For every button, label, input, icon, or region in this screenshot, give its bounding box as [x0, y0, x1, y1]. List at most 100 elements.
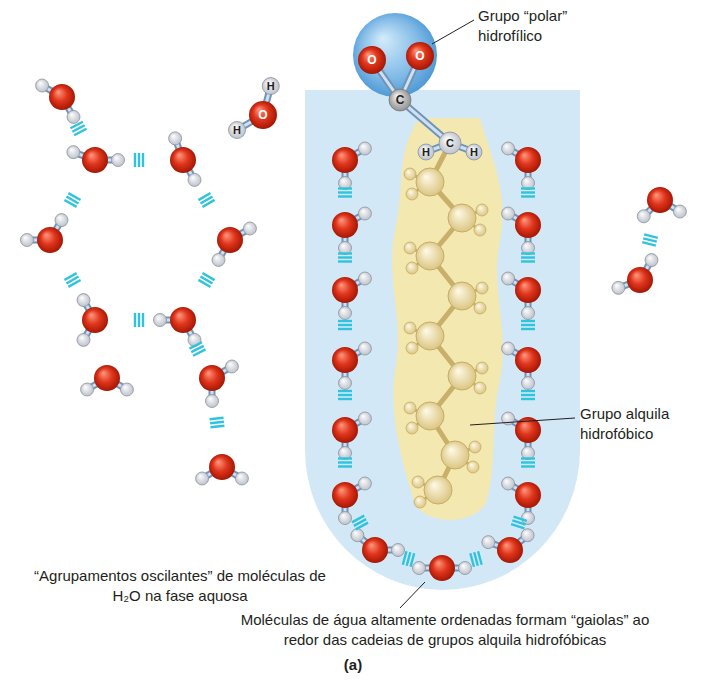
hydrogen-bond: [643, 238, 657, 241]
hydrogen-bond: [74, 129, 86, 135]
hydrogen-atom: [358, 207, 371, 220]
hydrogen-bond: [521, 461, 535, 463]
atom-symbol: H: [267, 81, 275, 92]
atom-symbol: C: [446, 138, 454, 149]
hydrogen-atom: [358, 342, 371, 355]
oxygen-atom: [49, 84, 75, 110]
oxygen-atom: [332, 347, 358, 373]
hydrogen-bond: [338, 324, 352, 326]
hydrogen-atom: [502, 207, 515, 220]
hydrogen-atom: [55, 214, 68, 227]
water-molecule: [77, 294, 108, 347]
oxygen-atom: [515, 347, 541, 373]
hydrogen-atom: [404, 322, 416, 334]
hydrogen-atom: [502, 142, 515, 155]
carbon-atom: [416, 242, 444, 270]
hydrogen-bond: [138, 313, 140, 327]
hydrogen-atom: [474, 382, 486, 394]
hydrogen-atom: [502, 342, 515, 355]
hydrogen-atom: [339, 177, 352, 190]
water-molecule: [502, 412, 541, 460]
hydrogen-bond: [338, 252, 352, 254]
hydrogen-atom: [339, 242, 352, 255]
hydrogen-atom: [36, 79, 49, 92]
hydrogen-atom: [404, 402, 416, 414]
hydrogen-atom: [358, 477, 371, 490]
oxygen-atom: [515, 482, 541, 508]
hydrogen-atom: [474, 224, 486, 236]
oxygen-atom: [332, 482, 358, 508]
hydrogen-bond: [210, 426, 224, 428]
hydrogen-bond: [202, 200, 214, 207]
water-molecule: [81, 365, 134, 396]
hydrogen-atom: [206, 395, 219, 408]
hydrogen-atom: [243, 222, 256, 235]
atom-symbol: C: [396, 94, 405, 106]
hydrogen-atom: [482, 536, 495, 549]
hydrogen-bond: [521, 256, 535, 258]
oxygen-atom: [332, 147, 358, 173]
oxygen-atom: [37, 227, 63, 253]
hydrogen-bond: [521, 390, 535, 392]
water-molecule: [351, 529, 405, 563]
hydrogen-atom: [262, 78, 279, 95]
hydrogen-atom: [673, 205, 686, 218]
alkyl-glow: [392, 118, 503, 520]
hydrogen-bond: [521, 187, 535, 189]
hydrogen-atom: [467, 461, 479, 473]
oxygen-atom: [627, 267, 653, 293]
hydrogen-bond: [407, 552, 411, 566]
hydrogen-atom: [225, 360, 238, 373]
hydrogen-bond: [521, 324, 535, 326]
carbon-atom: [441, 441, 469, 469]
hydrogen-atom: [522, 307, 535, 320]
oxygen-atom: [406, 42, 434, 70]
water-molecule: [637, 187, 686, 223]
hydrogen-atom: [392, 544, 405, 557]
hydrogen-atom: [358, 142, 371, 155]
hydrogen-bond: [338, 191, 352, 193]
hydrogen-atom: [414, 496, 426, 508]
hydrogen-bond: [338, 461, 352, 463]
polar-head-sphere: [353, 13, 437, 97]
hydrogen-bond: [521, 398, 535, 400]
hydrogen-atom: [476, 362, 488, 374]
hydrogen-bond: [338, 398, 352, 400]
hydrogen-atom: [188, 173, 201, 186]
hydrogen-atom: [235, 472, 248, 485]
oxygen-atom: [170, 147, 196, 173]
hydrogen-atom: [645, 254, 658, 267]
hydrogen-bond: [338, 256, 352, 258]
oxygen-atom: [82, 307, 108, 333]
hydrogen-bond: [642, 242, 656, 245]
hydrogen-bond: [138, 153, 140, 167]
water-molecule: [199, 360, 238, 408]
callout-label: Grupo alquila hidrofóbico: [580, 404, 705, 443]
water-molecule: [502, 342, 541, 390]
hydrogen-bond: [470, 553, 474, 567]
atom-symbol: O: [415, 50, 424, 62]
hydrogen-bond: [338, 390, 352, 392]
carbon-atom: [439, 132, 461, 154]
water-molecule: [212, 222, 256, 266]
hydrogen-bond: [338, 320, 352, 322]
region-label: “Agrupamentos oscilantes” de moléculas d…: [20, 566, 340, 605]
carbon-atom: [448, 362, 476, 390]
oxygen-atom: [332, 212, 358, 238]
hydrogen-bond: [338, 195, 352, 197]
hydrogen-bond: [210, 418, 224, 420]
hydrogen-atom: [358, 412, 371, 425]
atom-symbol: H: [233, 125, 241, 136]
hydrogen-atom: [77, 333, 90, 346]
oxygen-atom: [515, 147, 541, 173]
water-molecule: [196, 454, 249, 485]
oxygen-atom: [515, 277, 541, 303]
hydrogen-bond: [68, 193, 80, 200]
water-molecule: [502, 477, 541, 525]
hydrogen-atom: [466, 144, 482, 160]
atom-symbol: O: [367, 54, 376, 66]
carbon-atom: [389, 89, 411, 111]
hydrogen-bond: [521, 328, 535, 330]
oxygen-atom: [209, 454, 235, 480]
water-molecule: [36, 79, 80, 123]
